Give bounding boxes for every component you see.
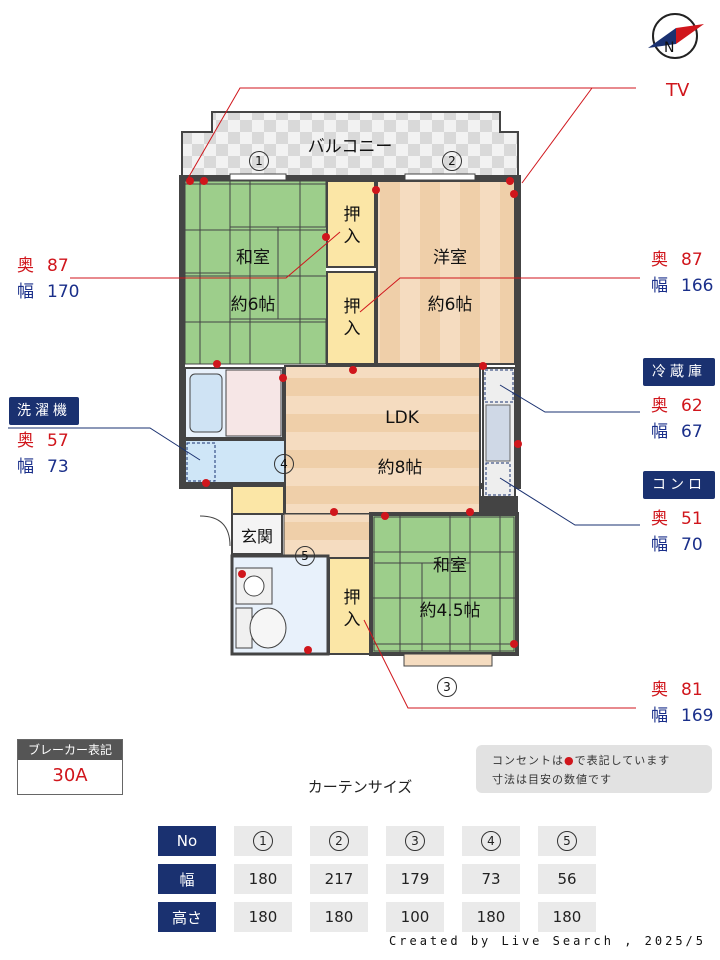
width-value: 170 [47,282,80,302]
table-cell: 2 [310,826,368,856]
window-number: 1 [249,151,269,171]
window-number: 4 [274,454,294,474]
header-height: 高さ [158,902,216,932]
balcony-label: バルコニー [307,137,393,157]
table-cell: 100 [386,902,444,932]
breaker-title: ブレーカー表記 [18,740,122,760]
tv-label: TV [666,80,690,101]
depth-label: 奥 [651,250,668,270]
oshiire-label-2: 押入 [343,297,361,339]
window-marker-3: 3 [437,676,457,697]
window-number: 1 [253,831,273,851]
width-label: 幅 [651,535,668,555]
breaker-value: 30A [52,765,88,786]
note-text: コンセントは [492,754,564,767]
curtain-table: No 1 2 3 4 5 幅 180 217 179 73 56 高さ 180 … [140,818,614,940]
table-row: 幅 180 217 179 73 56 [158,864,596,894]
washitsu2-size: 約4.5帖 [419,601,481,621]
header-width: 幅 [158,864,216,894]
depth-label: 奥 [17,431,34,451]
table-cell: 73 [462,864,520,894]
window-number: 4 [481,831,501,851]
table-row: 高さ 180 180 100 180 180 [158,902,596,932]
breaker-box: ブレーカー表記 30A [17,739,123,795]
depth-label: 奥 [651,509,668,529]
window-marker-5: 5 [295,545,315,566]
depth-value: 87 [681,250,703,270]
depth-label: 奥 [17,256,34,276]
window-marker-4: 4 [274,453,294,474]
right-room-dims: 奥 87 幅 166 [651,247,713,299]
credit-line: Created by Live Search , 2025/5 [389,934,706,948]
fridge-tag: 冷蔵庫 [643,358,715,386]
depth-value: 81 [681,680,703,700]
washitsu2-name: 和室 [433,556,467,576]
outlet-icon: ● [564,754,575,767]
table-cell: 4 [462,826,520,856]
svg-text:N: N [664,40,674,56]
legend-note: コンセントは●で表記しています 寸法は目安の数値です [476,745,712,793]
ldk-size: 約8帖 [377,458,423,478]
width-label: 幅 [651,276,668,296]
window-number: 2 [442,151,462,171]
table-cell: 180 [234,902,292,932]
depth-label: 奥 [651,396,668,416]
window-number: 5 [295,546,315,566]
table-cell: 5 [538,826,596,856]
washitsu1-size: 約6帖 [230,295,276,315]
oshiire-label-3: 押入 [343,588,361,630]
ldk-name: LDK [385,408,419,428]
oshiire-label-1: 押入 [343,205,361,247]
width-label: 幅 [651,422,668,442]
width-value: 67 [681,422,703,442]
table-cell: 179 [386,864,444,894]
genkan-label: 玄関 [240,527,273,546]
bottom-oshiire-dims: 奥 81 幅 169 [651,677,713,729]
table-cell: 3 [386,826,444,856]
depth-value: 51 [681,509,703,529]
width-label: 幅 [17,282,34,302]
table-cell: 180 [310,902,368,932]
width-value: 73 [47,457,69,477]
table-cell: 180 [234,864,292,894]
table-cell: 180 [462,902,520,932]
window-marker-1: 1 [249,150,269,171]
youshitsu-name: 洋室 [433,248,467,268]
window-number: 3 [405,831,425,851]
washitsu1-name: 和室 [236,248,270,268]
washer-tag: 洗濯機 [9,397,79,425]
fridge-dims: 奥 62 幅 67 [651,393,703,445]
width-value: 166 [681,276,714,296]
note-text: で表記しています [574,754,671,767]
note-text: 寸法は目安の数値です [492,773,612,786]
width-label: 幅 [651,706,668,726]
window-number: 3 [437,677,457,697]
table-cell: 1 [234,826,292,856]
window-marker-2: 2 [442,150,462,171]
table-cell: 180 [538,902,596,932]
depth-value: 57 [47,431,69,451]
width-value: 169 [681,706,714,726]
table-row: No 1 2 3 4 5 [158,826,596,856]
table-cell: 217 [310,864,368,894]
youshitsu-size: 約6帖 [427,295,473,315]
depth-value: 62 [681,396,703,416]
table-cell: 56 [538,864,596,894]
curtain-title: カーテンサイズ [307,778,413,796]
width-value: 70 [681,535,703,555]
left-room-dims: 奥 87 幅 170 [17,253,79,305]
window-number: 5 [557,831,577,851]
header-no: No [158,826,216,856]
stove-dims: 奥 51 幅 70 [651,506,703,558]
depth-label: 奥 [651,680,668,700]
depth-value: 87 [47,256,69,276]
washer-dims: 奥 57 幅 73 [17,428,69,480]
width-label: 幅 [17,457,34,477]
window-number: 2 [329,831,349,851]
stove-tag: コンロ [643,471,715,499]
